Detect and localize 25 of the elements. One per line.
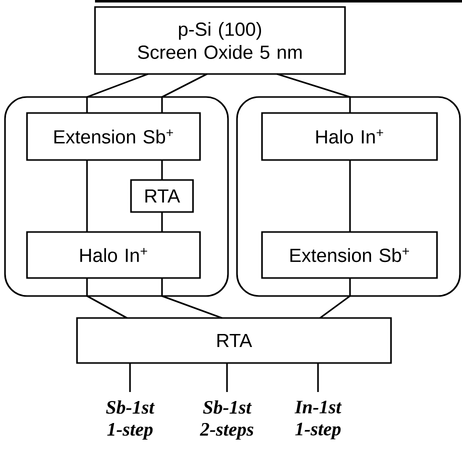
connector-line xyxy=(226,363,228,392)
result-label: Sb-1st 2-steps xyxy=(200,400,254,440)
connector-line xyxy=(129,363,131,392)
connector-line xyxy=(161,160,163,180)
connector-line xyxy=(86,73,148,113)
connector-line xyxy=(320,278,351,319)
connector-line xyxy=(276,73,351,113)
result-label: Sb-1st 1-step xyxy=(106,400,155,440)
connector-line xyxy=(86,278,128,319)
process-box: Halo In$^{+}$ xyxy=(261,112,438,161)
connector-line xyxy=(349,160,351,232)
process-box: Extension Sb$^{+}$ xyxy=(26,112,201,161)
connector-line xyxy=(161,212,163,232)
connector-line xyxy=(161,278,222,319)
connector-line xyxy=(161,73,208,113)
process-box: RTA xyxy=(130,179,194,213)
result-label: In-1st 1-step xyxy=(294,400,342,440)
connector-line xyxy=(317,363,319,392)
process-box: Halo In$^{+}$ xyxy=(26,231,201,279)
group-box xyxy=(236,96,461,297)
connector-line xyxy=(86,160,88,232)
process-box: p-Si (100) Screen Oxide 5 nm xyxy=(94,6,346,75)
process-box: Extension Sb$^{+}$ xyxy=(261,231,438,279)
group-box xyxy=(4,96,229,297)
process-box: RTA xyxy=(76,317,392,364)
